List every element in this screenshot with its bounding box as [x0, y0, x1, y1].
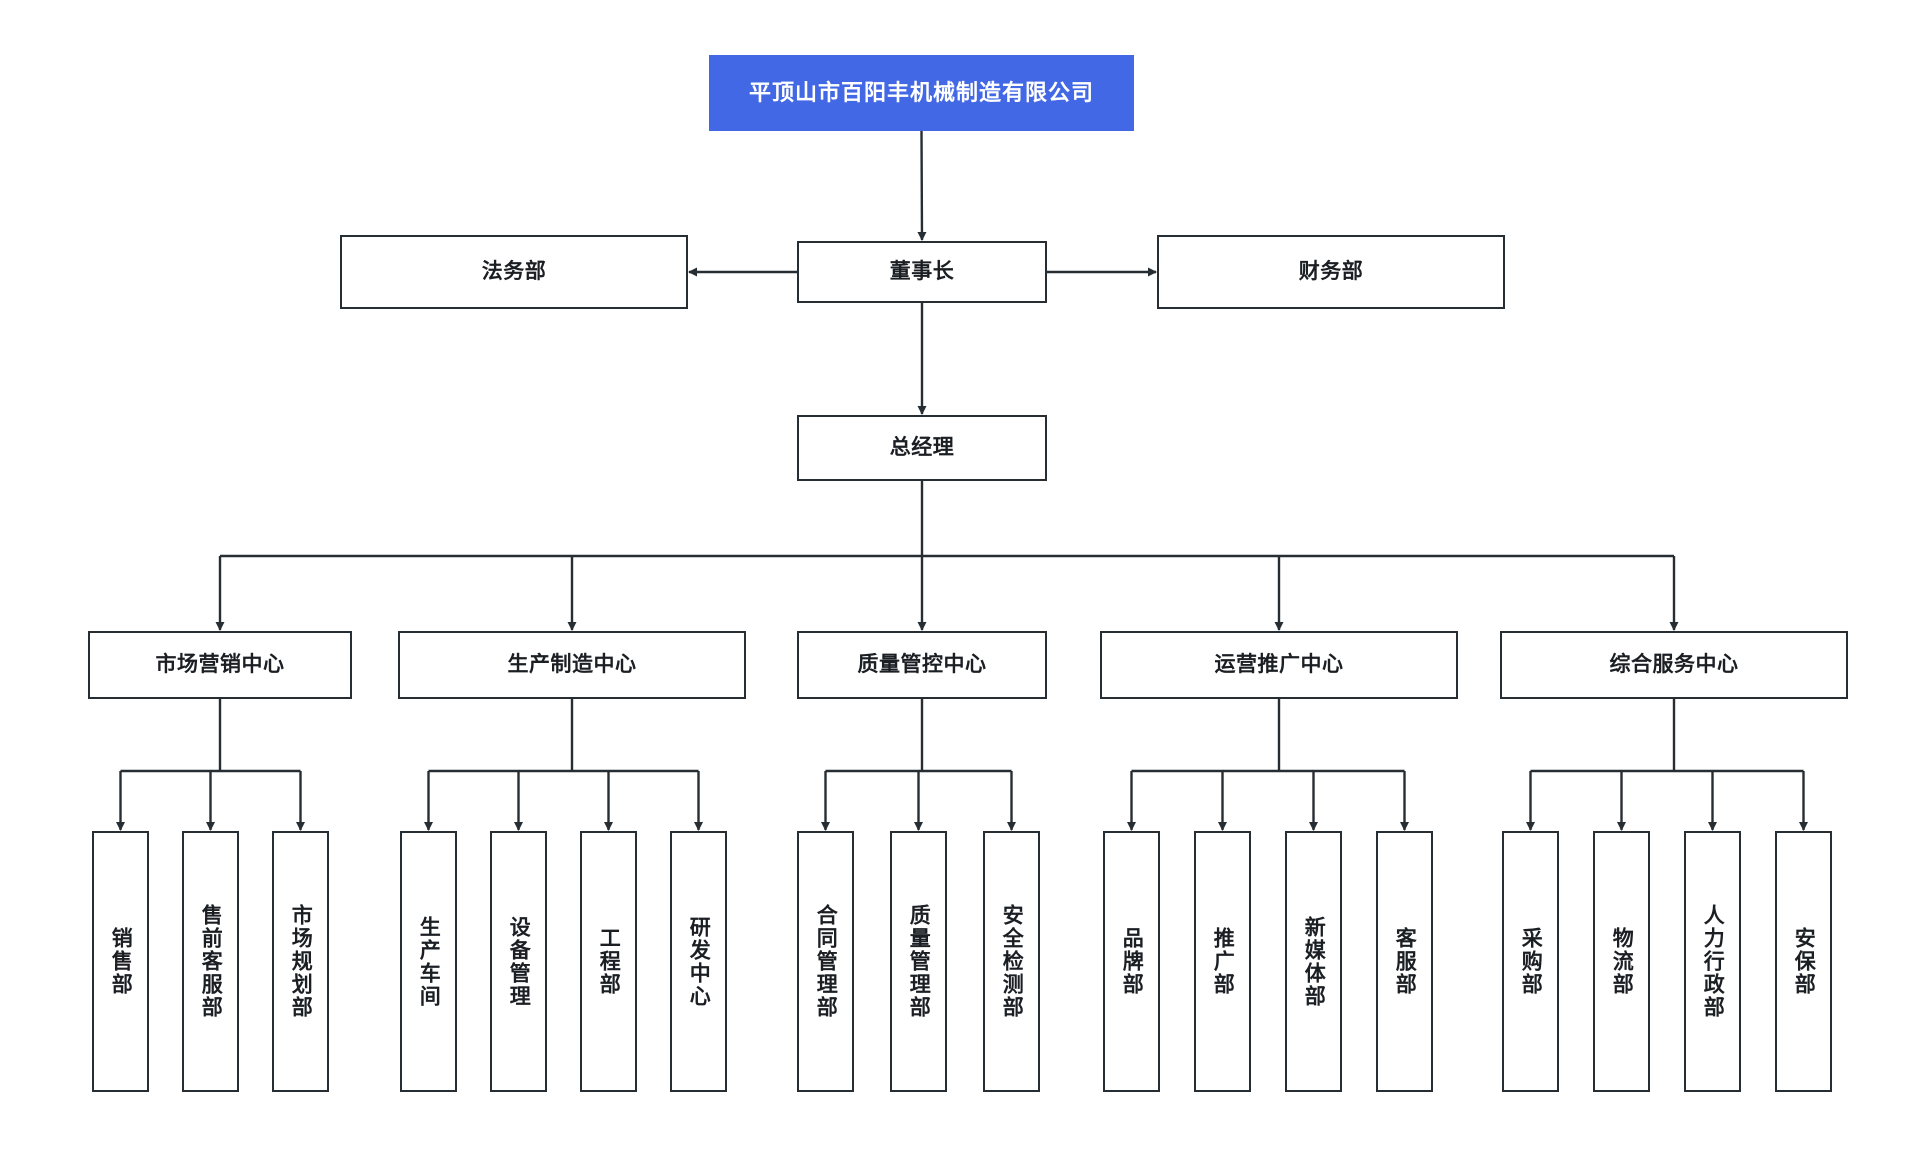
node-department-2-3[interactable]: 工程部 — [580, 831, 637, 1092]
node-department-5-2[interactable]: 物流部 — [1593, 831, 1650, 1092]
node-general-manager-label: 总经理 — [889, 436, 955, 460]
node-center-5[interactable]: 综合服务中心 — [1500, 631, 1848, 699]
node-department-2-3-label: 工程部 — [597, 927, 621, 996]
node-department-1-1-label: 销售部 — [109, 927, 133, 996]
node-center-3-label: 质量管控中心 — [857, 653, 987, 677]
node-department-5-3-label: 人力行政部 — [1701, 904, 1725, 1019]
node-department-4-3-label: 新媒体部 — [1302, 915, 1326, 1008]
node-chairman[interactable]: 董事长 — [797, 241, 1047, 303]
node-department-2-4[interactable]: 研发中心 — [670, 831, 727, 1092]
node-department-3-3-label: 安全检测部 — [1000, 904, 1024, 1019]
company-title-box[interactable]: 平顶山市百阳丰机械制造有限公司 — [709, 55, 1134, 131]
node-department-5-3[interactable]: 人力行政部 — [1684, 831, 1741, 1092]
node-department-4-2-label: 推广部 — [1211, 927, 1235, 996]
company-title-label: 平顶山市百阳丰机械制造有限公司 — [748, 80, 1094, 106]
node-department-2-4-label: 研发中心 — [687, 915, 711, 1008]
node-center-1-label: 市场营销中心 — [155, 653, 285, 677]
node-department-4-3[interactable]: 新媒体部 — [1285, 831, 1342, 1092]
node-department-5-1[interactable]: 采购部 — [1502, 831, 1559, 1092]
node-finance-department-label: 财务部 — [1298, 260, 1364, 284]
node-department-2-1-label: 生产车间 — [417, 915, 441, 1008]
node-department-1-1[interactable]: 销售部 — [92, 831, 149, 1092]
node-department-5-1-label: 采购部 — [1519, 927, 1543, 996]
node-department-3-1[interactable]: 合同管理部 — [797, 831, 854, 1092]
node-department-3-2[interactable]: 质量管理部 — [890, 831, 947, 1092]
node-department-5-2-label: 物流部 — [1610, 927, 1634, 996]
node-department-3-1-label: 合同管理部 — [814, 904, 838, 1019]
node-department-2-1[interactable]: 生产车间 — [400, 831, 457, 1092]
node-legal-department[interactable]: 法务部 — [340, 235, 688, 309]
node-chairman-label: 董事长 — [889, 260, 955, 284]
node-center-1[interactable]: 市场营销中心 — [88, 631, 352, 699]
node-center-2[interactable]: 生产制造中心 — [398, 631, 746, 699]
node-center-3[interactable]: 质量管控中心 — [797, 631, 1047, 699]
node-legal-department-label: 法务部 — [481, 260, 547, 284]
node-department-4-4-label: 客服部 — [1393, 927, 1417, 996]
node-department-4-2[interactable]: 推广部 — [1194, 831, 1251, 1092]
node-department-1-3-label: 市场规划部 — [289, 904, 313, 1019]
node-department-2-2[interactable]: 设备管理 — [490, 831, 547, 1092]
node-department-2-2-label: 设备管理 — [507, 915, 531, 1008]
node-department-5-4[interactable]: 安保部 — [1775, 831, 1832, 1092]
node-department-4-1-label: 品牌部 — [1120, 927, 1144, 996]
node-department-1-3[interactable]: 市场规划部 — [272, 831, 329, 1092]
node-center-5-label: 综合服务中心 — [1609, 653, 1739, 677]
node-department-4-4[interactable]: 客服部 — [1376, 831, 1433, 1092]
node-center-4[interactable]: 运营推广中心 — [1100, 631, 1458, 699]
node-center-2-label: 生产制造中心 — [507, 653, 637, 677]
node-center-4-label: 运营推广中心 — [1214, 653, 1344, 677]
node-finance-department[interactable]: 财务部 — [1157, 235, 1505, 309]
node-department-1-2[interactable]: 售前客服部 — [182, 831, 239, 1092]
node-general-manager[interactable]: 总经理 — [797, 415, 1047, 481]
node-department-3-2-label: 质量管理部 — [907, 904, 931, 1019]
node-department-4-1[interactable]: 品牌部 — [1103, 831, 1160, 1092]
node-department-5-4-label: 安保部 — [1792, 927, 1816, 996]
node-department-3-3[interactable]: 安全检测部 — [983, 831, 1040, 1092]
node-department-1-2-label: 售前客服部 — [199, 904, 223, 1019]
